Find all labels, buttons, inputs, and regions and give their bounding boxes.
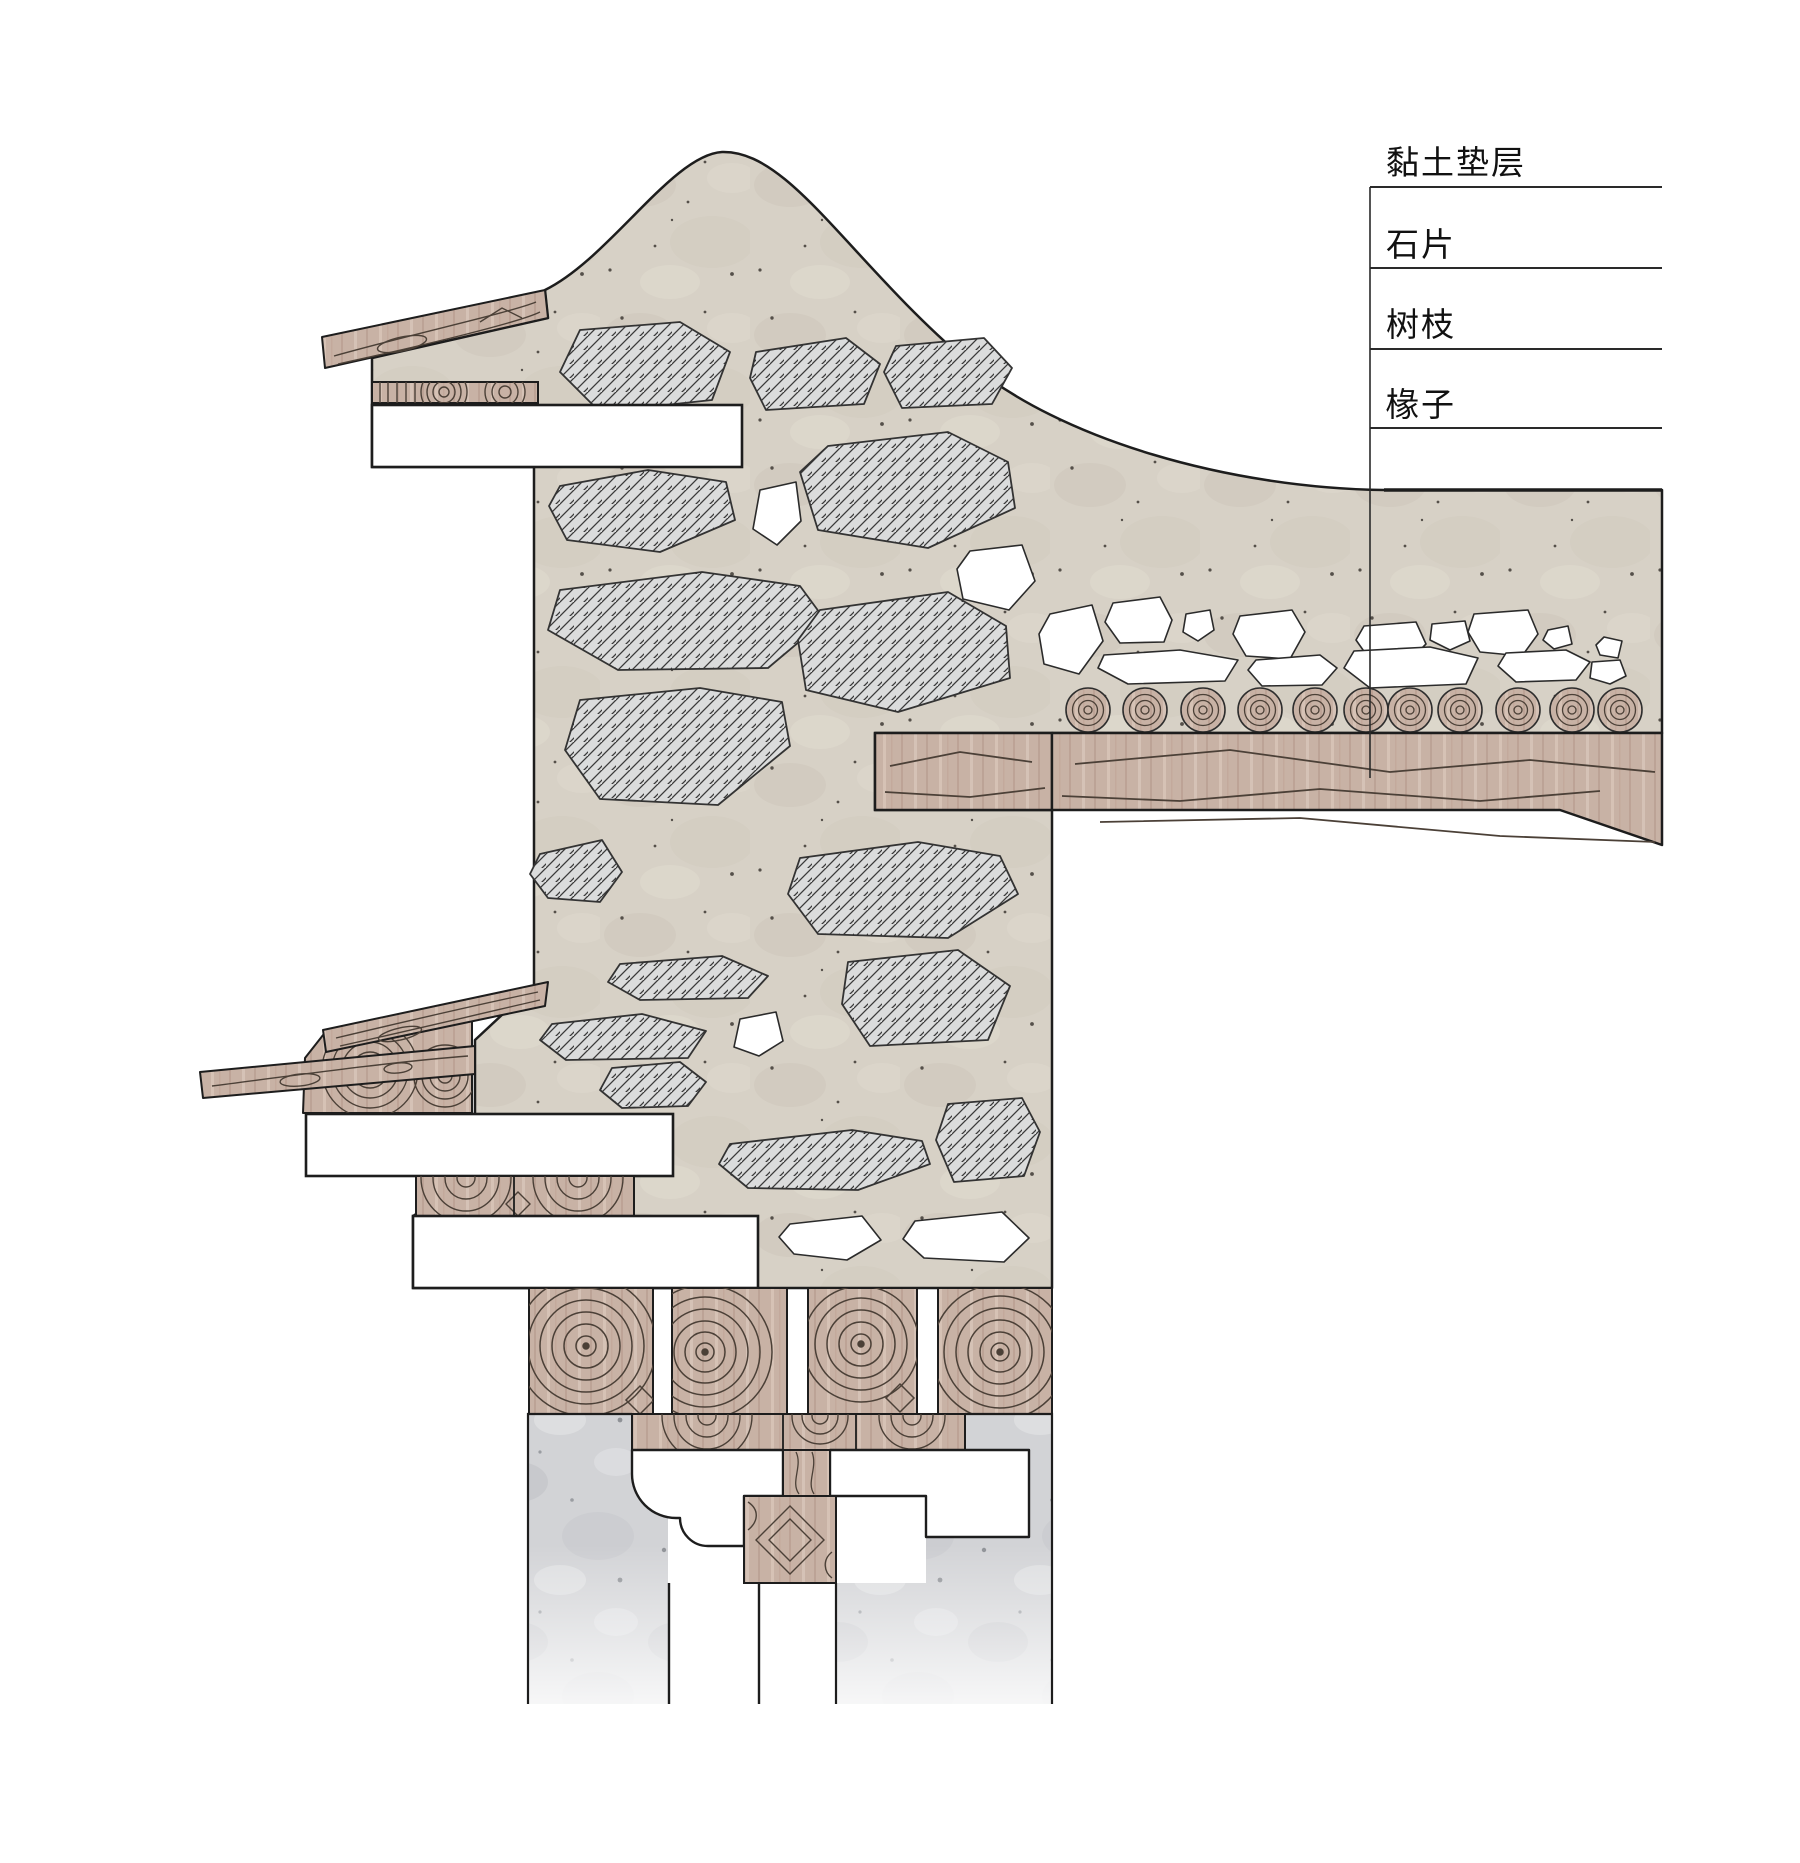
stone-block [797, 591, 1011, 713]
arc-wood-course-grain [420, 1176, 624, 1216]
stone-block [799, 431, 1016, 549]
stone-flake [1247, 654, 1338, 687]
column-capital-grain [747, 1501, 833, 1579]
log-rings [529, 1288, 653, 1414]
stone-block [749, 337, 881, 411]
upper-eave-board-grain [335, 991, 541, 1047]
stone-flake [1097, 649, 1239, 685]
stone-flake [778, 1215, 882, 1261]
stone-flake [1038, 604, 1104, 675]
branch-ends-row [1065, 687, 1643, 733]
timber-column [667, 1583, 761, 1704]
top-eave-assembly [321, 289, 744, 469]
middle-eave-assembly [199, 981, 760, 1290]
stone-flake [1104, 596, 1173, 644]
stone-flake [733, 1011, 784, 1057]
eave-plate-grain [379, 382, 526, 403]
beam-grain-lines [884, 749, 1656, 843]
log-end [671, 1287, 788, 1415]
stone-block [548, 469, 736, 553]
stone-flake [1232, 609, 1306, 660]
log-wall-course [528, 1287, 1053, 1415]
tenon-neck [782, 1449, 831, 1497]
branch-end [1549, 687, 1595, 733]
stone-blocks [529, 321, 1041, 1191]
upper-eave-board [322, 981, 549, 1053]
branch-end [1597, 687, 1643, 733]
stone-block [883, 337, 1013, 409]
layer-legend: 黏土垫层 石片 树枝 椽子 [1369, 144, 1662, 778]
stone-flake [752, 481, 802, 546]
legend-label-branches: 树枝 [1386, 306, 1456, 343]
stone-flake [1589, 659, 1627, 685]
stone-block [935, 1097, 1041, 1183]
footing-right-outline [834, 1412, 1054, 1704]
corbel-molding [630, 1448, 785, 1548]
legend-label-clay: 黏土垫层 [1386, 144, 1526, 181]
stone-flake [1595, 636, 1623, 659]
cantilever-board-grain [211, 1055, 469, 1088]
stone-block [718, 1129, 931, 1191]
stone-flake [1467, 609, 1539, 657]
stone-flake [1343, 646, 1479, 689]
label-box-bottom [828, 1448, 1031, 1539]
sill-wood-course [631, 1413, 966, 1451]
stone-flakes-layer [733, 481, 1627, 1263]
stone-block [547, 571, 826, 671]
eave-board-grain [333, 301, 541, 365]
arc-wood-course [415, 1175, 635, 1217]
branch-end [1065, 687, 1111, 733]
column-capital-block [743, 1495, 837, 1584]
stone-block [607, 955, 769, 1001]
purlin-beam-right [1050, 731, 1664, 847]
branch-end [1292, 687, 1338, 733]
purlin-beam-left [873, 731, 1054, 812]
label-box-mid-1 [304, 1112, 675, 1178]
stone-block [564, 687, 791, 806]
footing-base [500, 1412, 1060, 1705]
log-rings [938, 1288, 1052, 1414]
stone-flake [1542, 625, 1573, 650]
stone-flake [956, 544, 1036, 611]
log-rings [808, 1288, 917, 1414]
purlin-beam [873, 731, 1664, 847]
stone-flake [1497, 649, 1591, 683]
stone-block [599, 1061, 707, 1109]
stone-block [529, 839, 623, 903]
log-rings [672, 1288, 773, 1414]
stone-block [559, 321, 731, 413]
cantilever-board [199, 1045, 476, 1099]
legend-label-rafters: 椽子 [1386, 386, 1456, 423]
branch-end [1237, 687, 1283, 733]
stone-block [841, 949, 1011, 1047]
footing-left-outline [526, 1412, 632, 1704]
legend-label-stone-flakes: 石片 [1386, 226, 1456, 263]
stone-flake [902, 1211, 1030, 1263]
stone-flake [1429, 620, 1471, 651]
branch-end [1437, 687, 1483, 733]
branch-end [1180, 687, 1226, 733]
stone-block [787, 841, 1019, 939]
label-box-mid-2 [411, 1214, 760, 1290]
log-end [807, 1287, 918, 1415]
branch-end [1122, 687, 1168, 733]
log-end [528, 1287, 654, 1415]
branch-end [1387, 687, 1433, 733]
stone-flake [1182, 609, 1215, 642]
branch-end [1343, 687, 1389, 733]
stone-block [539, 1013, 707, 1061]
label-box-top [370, 403, 744, 469]
tenon-neck-grain [795, 1451, 815, 1495]
branch-end [1495, 687, 1541, 733]
